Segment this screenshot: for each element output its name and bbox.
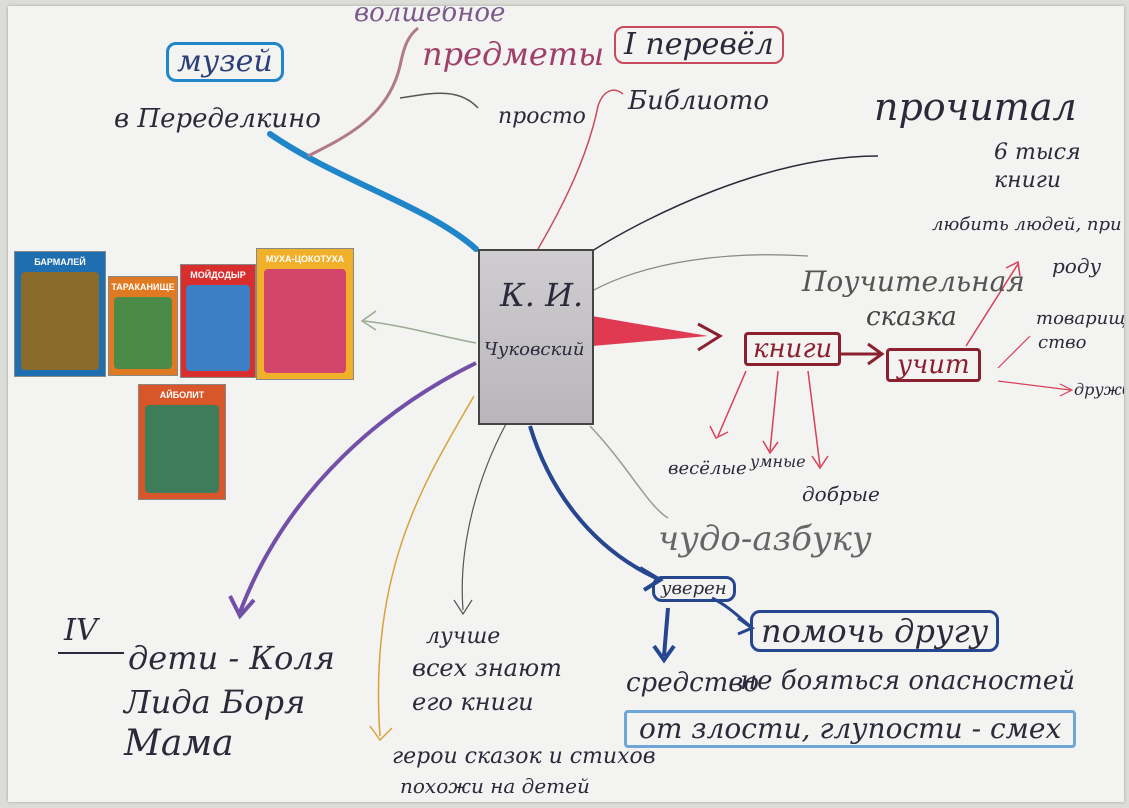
magic-label: волшебное <box>354 6 506 28</box>
mind-map-sheet: К. И. Чуковский музей в Переделкино волш… <box>8 6 1124 802</box>
link-magic <box>307 26 419 158</box>
teach-box: учит <box>886 348 981 382</box>
love-label-2: роду <box>1052 254 1102 278</box>
cover-tarakanishche-art <box>113 297 173 369</box>
arrow-teach <box>840 342 885 366</box>
cover-moydodyr-art <box>186 285 250 371</box>
cover-mukha-art <box>263 269 347 373</box>
cover-tarakanishche-title: ТАРАКАНИЩЕ <box>111 282 175 292</box>
arrow-kind <box>807 370 829 470</box>
heroes-line2: похожи на детей <box>400 774 590 798</box>
smart-label: умные <box>750 452 806 471</box>
children-line2: Лида Боря <box>124 683 306 721</box>
book-box: книги <box>744 332 842 366</box>
not-afraid-label: не бояться опасностей <box>740 666 1075 696</box>
link-read <box>591 155 879 252</box>
cover-mukha: МУХА-ЦОКОТУХА <box>256 248 354 380</box>
friendship-label: товарищ- <box>1036 308 1124 329</box>
love-label: любить людей, при <box>932 214 1122 235</box>
cover-barmaley-art <box>21 272 99 370</box>
arrow-friendly <box>997 380 1074 397</box>
remedy-label: средство <box>626 668 760 698</box>
friendship-label-2: ство <box>1038 332 1087 353</box>
link-known <box>453 423 507 616</box>
children-line1: дети - Коля <box>128 639 335 677</box>
link-library <box>537 89 624 250</box>
known-line3: его книги <box>412 688 534 716</box>
link-children <box>228 361 477 620</box>
read-label: прочитал <box>874 85 1077 129</box>
cover-moydodyr: МОЙДОДЫР <box>180 264 256 378</box>
link-museum <box>267 131 479 252</box>
tale-line2: сказка <box>866 302 957 332</box>
cover-aybolit-title: АЙБОЛИТ <box>159 390 205 400</box>
roman-label: IV <box>64 613 98 648</box>
uveren-box: уверен <box>652 576 736 602</box>
link-abc <box>589 425 669 519</box>
abc-label: чудо-азбуку <box>658 519 872 559</box>
center-line2: Чуковский <box>484 339 585 360</box>
arrow-love <box>965 260 1021 347</box>
central-node: К. И. Чуковский <box>478 249 594 425</box>
cover-tarakanishche: ТАРАКАНИЩЕ <box>108 276 178 376</box>
arrow-cheerful <box>709 370 747 440</box>
arrow-remedy <box>652 607 676 664</box>
cover-barmaley: БАРМАЛЕЙ <box>14 251 106 377</box>
help-box: помочь другу <box>750 610 1000 652</box>
connector-layer <box>58 26 1074 742</box>
cover-moydodyr-title: МОЙДОДЫР <box>190 270 246 280</box>
library-label: Библиото <box>628 86 769 116</box>
cover-aybolit: АЙБОЛИТ <box>138 384 226 500</box>
link-heroes <box>369 395 475 742</box>
count-line1: 6 тыся <box>994 140 1081 165</box>
cover-aybolit-art <box>145 405 219 493</box>
heroes-line1: герои сказок и стихов <box>392 744 656 769</box>
arrow-help <box>711 596 756 636</box>
link-covers <box>360 310 477 344</box>
simple-label: просто <box>498 104 586 129</box>
link-simple <box>399 92 479 109</box>
kind-label: добрые <box>802 482 880 506</box>
arrow-books <box>697 322 723 352</box>
from-box: от злости, глупости - смех <box>624 710 1077 748</box>
museum-box: музей <box>166 42 284 82</box>
cheerful-label: весёлые <box>668 458 747 479</box>
children-line3: Мама <box>124 723 234 764</box>
friendly-label: дружбе <box>1074 380 1124 399</box>
museum-place: в Переделкино <box>114 104 321 134</box>
known-line1: лучше <box>426 624 501 649</box>
link-books <box>592 316 708 346</box>
arrow-smart <box>762 370 779 455</box>
arrow-friendship <box>997 335 1031 369</box>
cover-barmaley-title: БАРМАЛЕЙ <box>34 257 86 267</box>
count-line2: книги <box>994 168 1062 193</box>
known-line2: всех знают <box>412 654 562 682</box>
link-uveren <box>528 425 664 592</box>
link-tale <box>591 254 809 292</box>
translations-box: I перевёл <box>614 26 784 64</box>
tale-line1: Поучительная <box>802 265 1025 298</box>
cover-mukha-title: МУХА-ЦОКОТУХА <box>265 254 345 264</box>
center-line1: К. И. <box>500 276 584 314</box>
items-label: предметы <box>422 35 605 73</box>
